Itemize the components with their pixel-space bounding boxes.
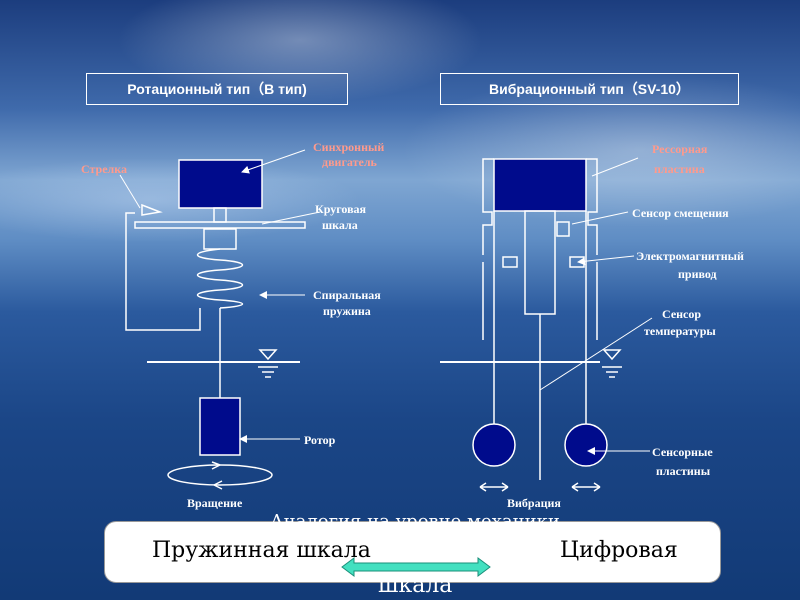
label-vibration: Вибрация	[507, 496, 561, 510]
label-sensor-plates-line2: пластины	[656, 464, 711, 478]
circular-dial-plate	[134, 221, 306, 229]
housing-right-wall	[586, 158, 598, 340]
spiral-spring	[197, 248, 243, 309]
rotor-block	[199, 397, 241, 456]
sensor-plate-right	[564, 423, 608, 467]
analogy-left-text: Пружинная шкала	[152, 538, 371, 563]
double-arrow-icon	[341, 557, 491, 577]
analogy-panel	[104, 521, 721, 583]
label-rotor: Ротор	[304, 433, 336, 447]
displacement-sensor-box	[556, 221, 570, 237]
housing-left-wall	[482, 158, 494, 340]
leader-dial	[261, 211, 321, 225]
level-marker-triangle	[258, 349, 278, 361]
em-drive-left	[502, 256, 518, 268]
rotation-arrow-top	[211, 461, 221, 470]
label-pointer: Стрелка	[81, 162, 127, 176]
label-sensor-plates-line1: Сенсорные	[652, 445, 713, 459]
central-column	[524, 210, 556, 315]
motor-shaft	[213, 207, 227, 223]
leader-temp-sensor	[539, 317, 653, 391]
label-dial-line1: Круговая	[315, 202, 367, 216]
rotation-arrow-bottom	[213, 480, 223, 490]
leader-leaf-spring	[591, 157, 639, 177]
leader-sync-motor	[241, 149, 306, 174]
level-marker-triangle-right	[602, 349, 622, 361]
label-rotation: Вращение	[187, 496, 243, 510]
vibration-arrow-right	[571, 482, 601, 492]
label-dial-line2: шкала	[322, 218, 358, 232]
analogy-title: Аналогия на уровне механики	[270, 511, 560, 532]
spring-top-cap	[203, 228, 237, 250]
leader-pointer	[119, 174, 141, 209]
header-rotational-type: Ротационный тип（B тип)	[86, 73, 348, 105]
vibration-arrow-left	[479, 482, 509, 492]
vibrational-mechanism	[440, 157, 653, 492]
label-spring-line1: Спиральная	[313, 288, 381, 302]
sync-motor-block	[178, 159, 263, 209]
label-spring-line2: пружина	[323, 304, 371, 318]
label-leaf-spring-line1: Рессорная	[652, 142, 708, 156]
label-leaf-spring-line2: пластина	[654, 162, 705, 176]
label-temp-sensor-line2: температуры	[644, 324, 716, 338]
sensor-plate-left	[472, 423, 516, 467]
header-rotational-label: Ротационный тип（B тип)	[127, 81, 307, 97]
leader-em-drive	[577, 255, 635, 266]
analogy-right-text: Цифровая	[560, 538, 678, 563]
label-temp-sensor-line1: Сенсор	[662, 307, 701, 321]
pointer-triangle	[141, 203, 163, 216]
label-sync-motor-line1: Синхронный	[313, 140, 384, 154]
label-em-drive-line2: привод	[678, 267, 717, 281]
pointer-frame	[125, 212, 201, 331]
label-sync-motor-line2: двигатель	[322, 155, 378, 169]
rotational-mechanism	[119, 149, 321, 490]
leader-displacement	[571, 211, 629, 225]
sky-background	[0, 0, 800, 360]
header-vibrational-type: Вибрационный тип（SV-10）	[440, 73, 739, 105]
header-vibrational-label: Вибрационный тип（SV-10）	[489, 81, 690, 97]
leaf-spring-block	[493, 158, 587, 212]
analogy-right-text-wrap: шкала	[378, 573, 453, 598]
label-em-drive-line1: Электромагнитный	[636, 249, 744, 263]
label-displacement-sensor: Сенсор смещения	[632, 206, 729, 220]
